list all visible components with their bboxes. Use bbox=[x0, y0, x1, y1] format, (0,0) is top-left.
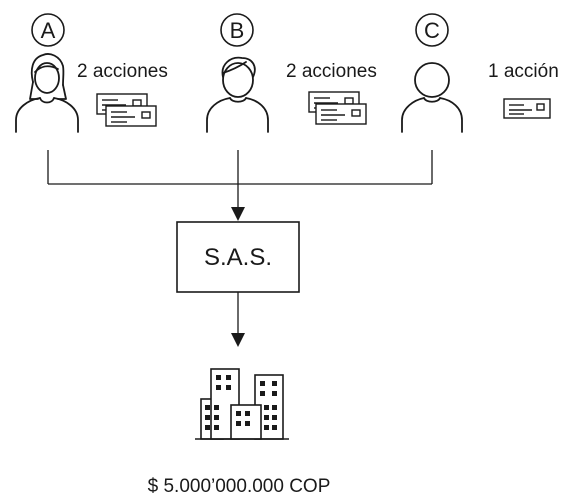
shareholder-b-badge: B bbox=[220, 13, 254, 47]
shareholder-c: C 1 acción bbox=[401, 13, 559, 133]
connector-lines bbox=[47, 150, 433, 334]
shareholder-a-badge: A bbox=[31, 13, 65, 47]
company-label: S.A.S. bbox=[204, 244, 272, 271]
person-icon bbox=[401, 62, 463, 133]
capital-amount: $ 5.000’000.000 COP bbox=[148, 476, 331, 497]
shareholder-c-shares-label: 1 acción bbox=[488, 61, 559, 82]
shareholder-b-shares-label: 2 acciones bbox=[286, 61, 377, 82]
woman-icon bbox=[15, 53, 79, 133]
man-icon bbox=[206, 56, 269, 133]
shareholder-c-share-icon bbox=[503, 98, 551, 119]
shareholder-a-shares-label: 2 acciones bbox=[77, 61, 168, 82]
arrowhead-to-company bbox=[231, 207, 245, 221]
shareholder-a: A 2 acciones bbox=[15, 13, 168, 133]
company-box: S.A.S. bbox=[176, 221, 300, 293]
shareholder-b-share-icon-2 bbox=[315, 103, 367, 125]
shareholder-b-letter: B bbox=[230, 18, 245, 43]
shareholder-b: B 2 acciones bbox=[206, 13, 377, 133]
buildings-icon bbox=[195, 368, 289, 440]
shareholder-c-letter: C bbox=[424, 18, 440, 43]
shareholder-a-share-icon-2 bbox=[105, 105, 157, 127]
shareholder-c-badge: C bbox=[415, 13, 449, 47]
arrowhead-to-buildings bbox=[231, 333, 245, 347]
shareholder-a-letter: A bbox=[41, 18, 56, 43]
